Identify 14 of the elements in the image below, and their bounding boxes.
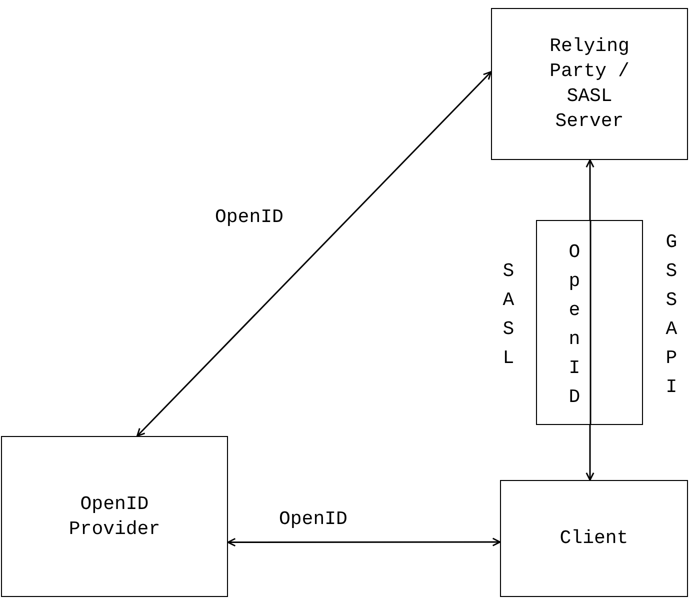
layer-label: SASL [502, 259, 516, 371]
arrow [586, 425, 594, 481]
process-box [500, 480, 688, 597]
node-label: OpenID [568, 240, 582, 410]
process-box [1, 436, 228, 597]
node-label: OpenID Provider [68, 492, 160, 542]
node-label: Relying Party / SASL Server [548, 34, 630, 134]
tunnel-frame [536, 220, 643, 425]
process-box [491, 8, 688, 160]
arrow [136, 71, 492, 437]
layer-label: GSSAPI [664, 230, 678, 400]
node-label: Client [558, 526, 630, 551]
arrow [227, 538, 501, 547]
arrow [586, 159, 594, 220]
